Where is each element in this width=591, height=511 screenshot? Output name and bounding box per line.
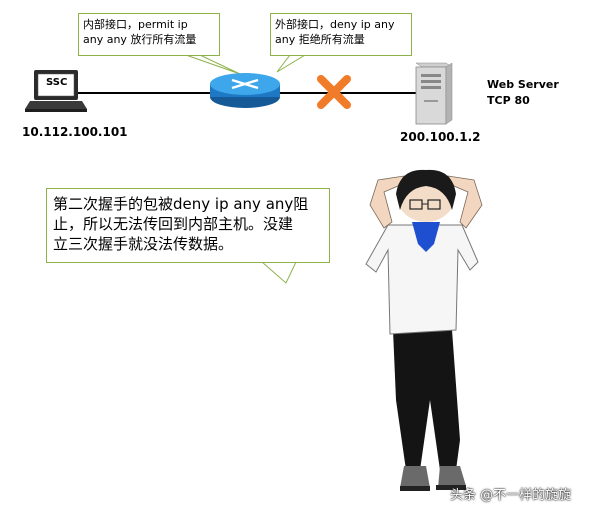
- callout-external-pointer: [276, 54, 307, 73]
- callout-internal-line1: 内部接口，permit ip: [83, 18, 188, 31]
- character-illustration: [365, 169, 483, 491]
- callout-external-line2: any 拒绝所有流量: [275, 33, 365, 46]
- speech-line1: 第二次握手的包被deny ip any any阻: [53, 195, 309, 213]
- speech-bubble: 第二次握手的包被deny ip any any阻 止，所以无法传回到内部主机。没…: [46, 188, 330, 263]
- callout-internal-pointer: [185, 54, 241, 75]
- blocked-x-icon: [317, 75, 351, 109]
- callout-internal-line2: any any 放行所有流量: [83, 33, 197, 46]
- laptop-ip-label: 10.112.100.101: [22, 125, 128, 139]
- watermark-text: 头条 @不一样的旋旋: [450, 488, 572, 503]
- speech-line3: 立三次握手就没法传数据。: [53, 235, 234, 253]
- laptop-screen-label: SSC: [46, 77, 68, 88]
- server-icon: [415, 62, 453, 125]
- server-ip-label: 200.100.1.2: [400, 130, 481, 144]
- callout-internal-interface: 内部接口，permit ip any any 放行所有流量: [78, 13, 220, 56]
- server-port-label: TCP 80: [487, 94, 530, 107]
- laptop-icon: [25, 70, 87, 112]
- callout-external-interface: 外部接口，deny ip any any 拒绝所有流量: [270, 13, 412, 56]
- server-name-label: Web Server: [487, 78, 559, 91]
- callout-external-line1: 外部接口，deny ip any: [275, 18, 395, 31]
- router-icon: [210, 73, 280, 108]
- speech-line2: 止，所以无法传回到内部主机。没建: [53, 215, 294, 233]
- speech-bubble-tail: [260, 261, 297, 284]
